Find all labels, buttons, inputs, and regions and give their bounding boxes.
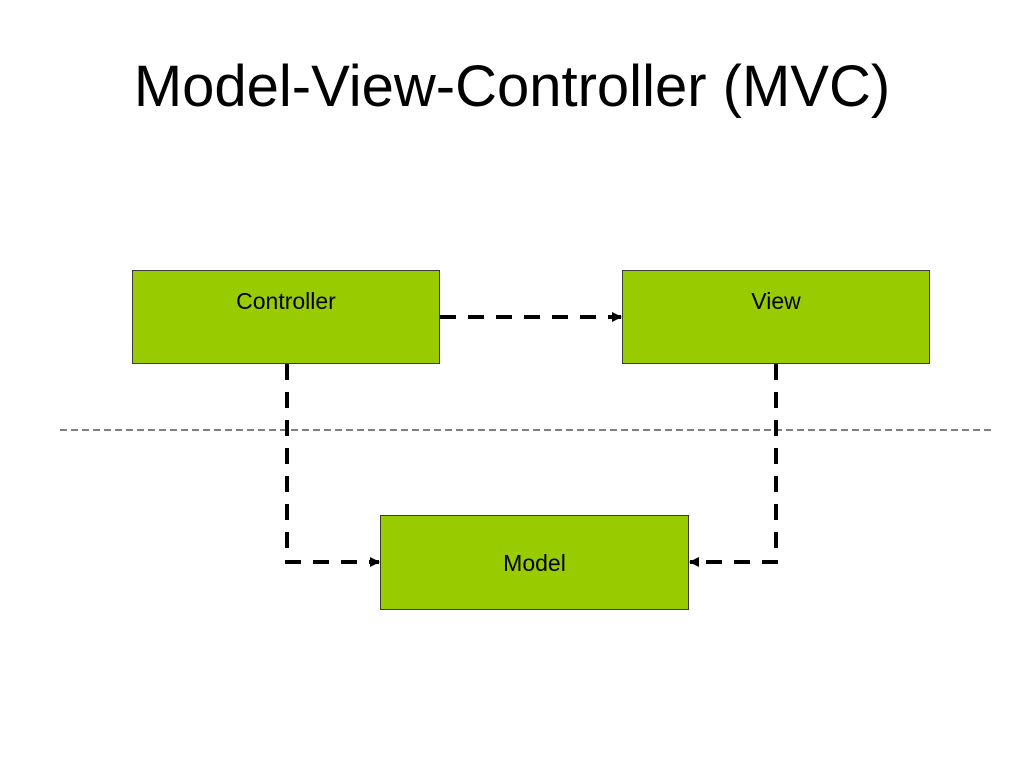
controller-label: Controller xyxy=(236,288,336,314)
view-box: View xyxy=(622,270,930,364)
arrow-controller-to-model xyxy=(285,364,380,567)
view-label: View xyxy=(751,288,801,314)
slide-title: Model-View-Controller (MVC) xyxy=(133,54,891,119)
model-box: Model xyxy=(380,515,689,610)
model-label: Model xyxy=(503,550,566,576)
arrow-view-to-model xyxy=(689,364,778,567)
controller-box: Controller xyxy=(132,270,440,364)
